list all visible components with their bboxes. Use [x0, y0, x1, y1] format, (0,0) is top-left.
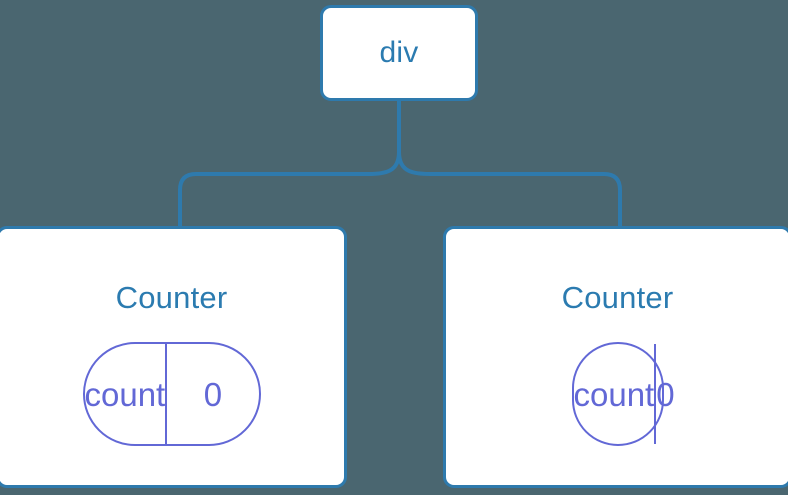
node-component-title: Counter	[561, 280, 674, 315]
node-root-div[interactable]: div	[320, 5, 478, 101]
state-pill-divider	[654, 344, 657, 444]
state-pill-count-2[interactable]: count 0	[571, 342, 675, 446]
state-value-label: 0	[656, 375, 675, 413]
state-key-label: count	[84, 375, 166, 413]
node-component-counter-1[interactable]: Counter count 0	[0, 226, 347, 488]
connector-branch-left	[178, 151, 401, 226]
connector-branch-right	[397, 151, 622, 226]
state-pill-count-1[interactable]: count 0	[82, 342, 261, 446]
state-value-label: 0	[203, 375, 223, 413]
node-component-counter-2[interactable]: Counter count 0	[443, 226, 788, 488]
node-component-title: Counter	[115, 280, 228, 315]
state-pill-divider	[165, 344, 168, 444]
node-root-label: div	[379, 36, 419, 69]
state-key-label: count	[573, 375, 655, 413]
